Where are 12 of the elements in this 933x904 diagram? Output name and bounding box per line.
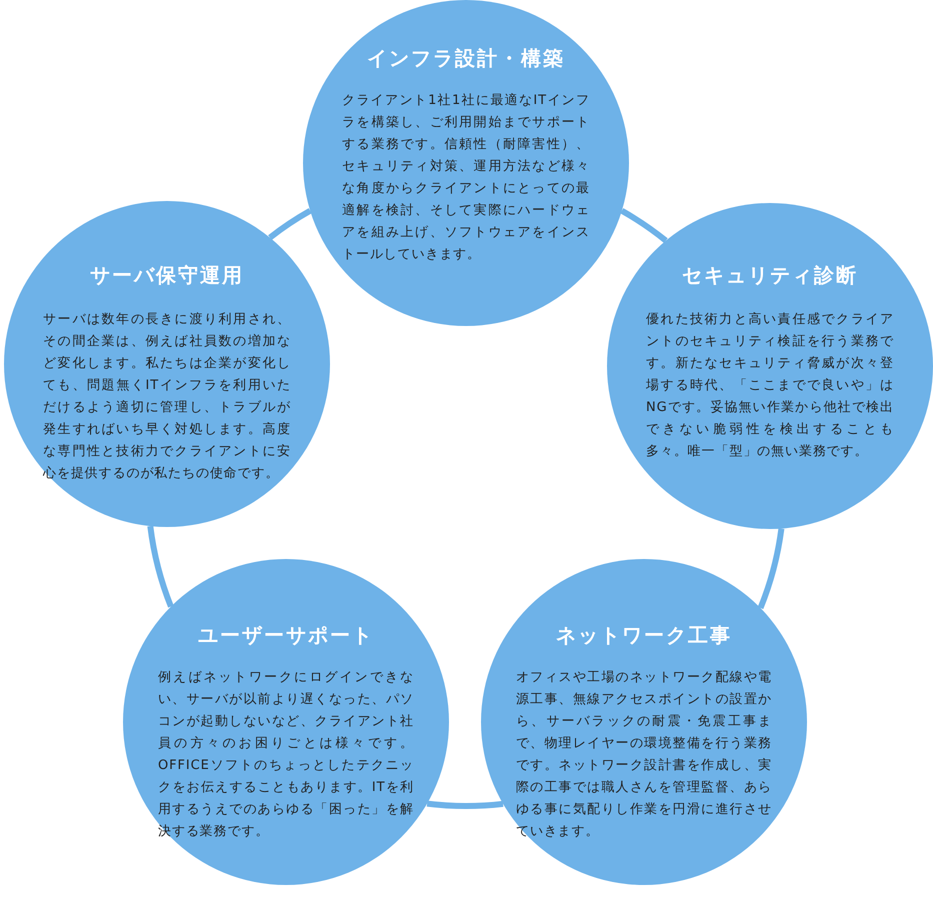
circle-text: クライアント1社1社に最適なITインフラを構築し、ご利用開始までサポートする業務です。信頼性（耐障害性）、セキュリティ対策、運用方法など様々な角度からクライアントにとっての最適解を検討、そして実際にハードウェアを組み上げ、ソフトウェアをインストールしていきます。	[342, 92, 590, 264]
ring-arc	[620, 208, 668, 243]
circle-title: サーバ保守運用	[89, 262, 245, 288]
circle-text: 優れた技術力と高い責任感でクライアントのセキュリティ検証を行う業務です。新たなセキュリティ脅威が次々登場する時代、「ここまでで良いや」はNGです。妥協無い作業から他社で検出できない脆弱性を検出することも多々。唯一「型」の無い業務です。	[646, 311, 894, 461]
circle-title: インフラ設計・構築	[366, 45, 566, 71]
ring-arc	[268, 208, 312, 240]
ring-arc	[147, 526, 174, 608]
ring-arc	[426, 800, 504, 809]
circle-title: ユーザーサポート	[197, 622, 375, 648]
circle-title: ネットワーク工事	[555, 622, 733, 648]
ring-arc	[758, 528, 784, 610]
circle-title: セキュリティ診断	[681, 262, 859, 288]
